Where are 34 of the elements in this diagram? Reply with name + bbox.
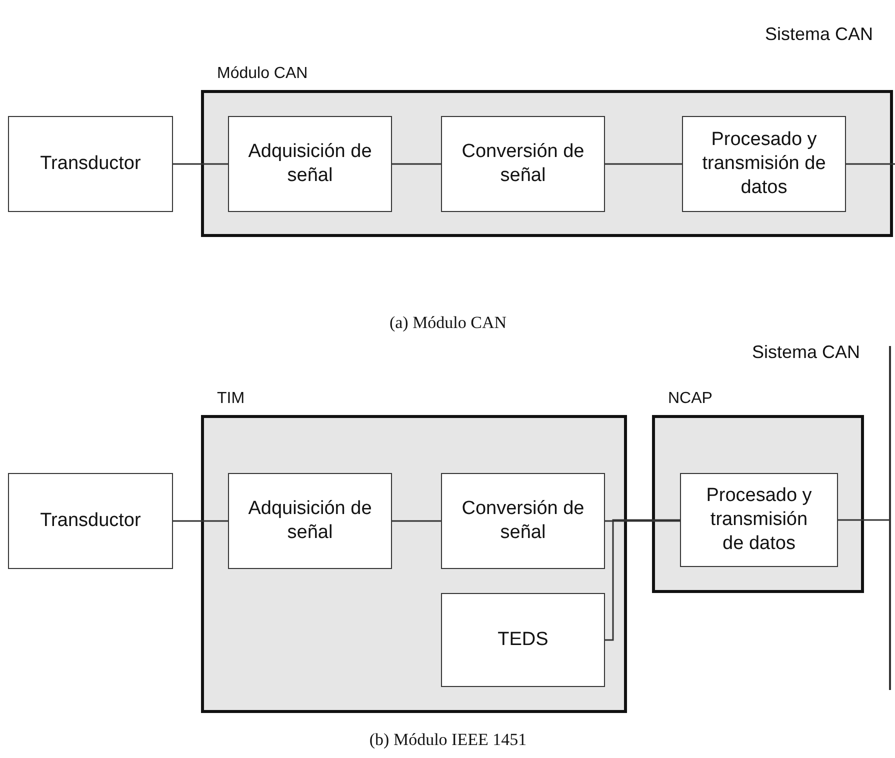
- block-label: Conversión de señal: [460, 497, 586, 545]
- block-label: Conversión de señal: [460, 140, 586, 188]
- block-label: TEDS: [498, 628, 548, 652]
- block-label: Adquisición de señal: [247, 497, 373, 545]
- block-box: [8, 473, 173, 569]
- block-label: Procesado y transmisión de datos: [701, 128, 827, 200]
- connector-line: [173, 163, 228, 165]
- block-box: [228, 473, 392, 569]
- connector-line: [605, 519, 680, 641]
- connector-line: [173, 520, 228, 522]
- block-label: Transductor: [40, 509, 141, 533]
- connector-line: [392, 163, 441, 165]
- block-box: [228, 116, 392, 212]
- module-title: NCAP: [668, 390, 712, 408]
- block-label: Transductor: [40, 152, 141, 176]
- figure-caption: (a) Módulo CAN: [389, 313, 507, 333]
- connector-line: [846, 163, 895, 165]
- block-box: [441, 116, 605, 212]
- connector-line: [392, 520, 441, 522]
- module-title: TIM: [217, 390, 245, 408]
- connector-line: [605, 520, 680, 522]
- system-label: Sistema CAN: [765, 24, 874, 45]
- connector-line: [838, 519, 890, 521]
- module-title: Módulo CAN: [217, 65, 308, 83]
- block-box: [441, 473, 605, 569]
- block-label: Adquisición de señal: [247, 140, 373, 188]
- block-box: [680, 473, 838, 567]
- connector-line: [605, 163, 682, 165]
- bus-label: Sistema CAN: [752, 342, 860, 363]
- block-label: Procesado y transmisión de datos: [705, 484, 813, 556]
- block-box: [8, 116, 173, 212]
- block-box: [441, 593, 605, 687]
- figure-caption: (b) Módulo IEEE 1451: [369, 730, 527, 750]
- block-box: [682, 116, 846, 212]
